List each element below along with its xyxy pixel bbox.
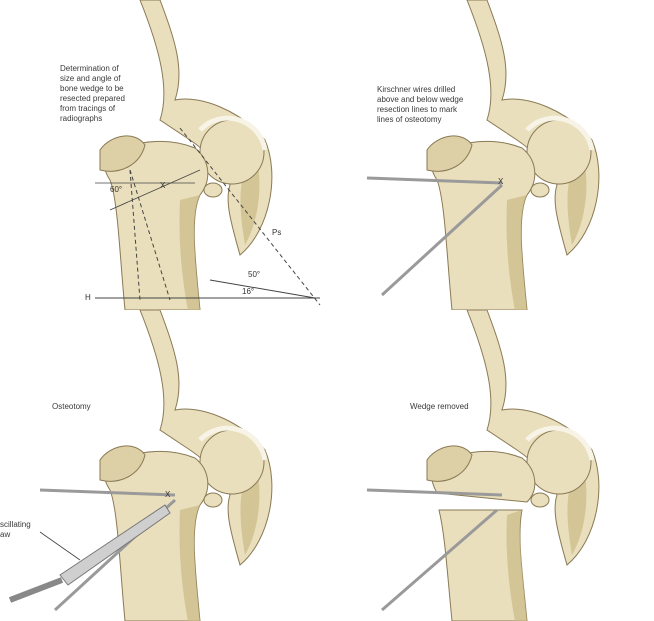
panel-b-caption: Kirschner wires drilled above and below … — [377, 85, 517, 125]
saw-label-line: scillating — [0, 520, 31, 530]
panel-c-caption: Osteotomy — [52, 402, 91, 412]
saw-handle — [10, 580, 62, 600]
panel-b: Kirschner wires drilled above and below … — [327, 0, 654, 310]
panel-a: Determination of size and angle of bone … — [0, 0, 327, 310]
caption-line: bone wedge to be — [60, 84, 170, 94]
mark-x: X — [165, 490, 170, 499]
caption-line: above and below wedge — [377, 95, 517, 105]
caption-line: Determination of — [60, 64, 170, 74]
saw-label-leader — [40, 532, 80, 560]
panel-d-caption: Wedge removed — [410, 402, 469, 412]
mark-h: H — [85, 293, 91, 302]
caption-line: size and angle of — [60, 74, 170, 84]
caption-line: lines of osteotomy — [377, 115, 517, 125]
hip-illustration-c — [0, 310, 327, 621]
mark-x: X — [160, 181, 165, 190]
hip-illustration-a — [0, 0, 327, 310]
angle-label-60: 60° — [110, 185, 122, 194]
caption-line: radiographs — [60, 114, 170, 124]
panel-d: Wedge removed — [327, 310, 654, 621]
saw-label: scillating aw — [0, 520, 31, 540]
hip-illustration-b — [327, 0, 654, 310]
mark-x: X — [498, 177, 503, 186]
lesser-trochanter — [204, 183, 222, 197]
caption-line: Kirschner wires drilled — [377, 85, 517, 95]
lesser-trochanter — [204, 493, 222, 507]
panel-a-caption: Determination of size and angle of bone … — [60, 64, 170, 124]
saw-label-line: aw — [0, 530, 31, 540]
caption-line: resection lines to mark — [377, 105, 517, 115]
angle-label-50: 50° — [248, 270, 260, 279]
caption-line: from tracings of — [60, 104, 170, 114]
lesser-trochanter — [531, 183, 549, 197]
hip-illustration-d — [327, 310, 654, 621]
panel-c: Osteotomy scillating aw X — [0, 310, 327, 621]
mark-ps: Ps — [272, 228, 281, 237]
lesser-trochanter — [531, 493, 549, 507]
angle-label-16: 16° — [242, 287, 254, 296]
angle-line-50 — [210, 280, 315, 298]
caption-line: resected prepared — [60, 94, 170, 104]
